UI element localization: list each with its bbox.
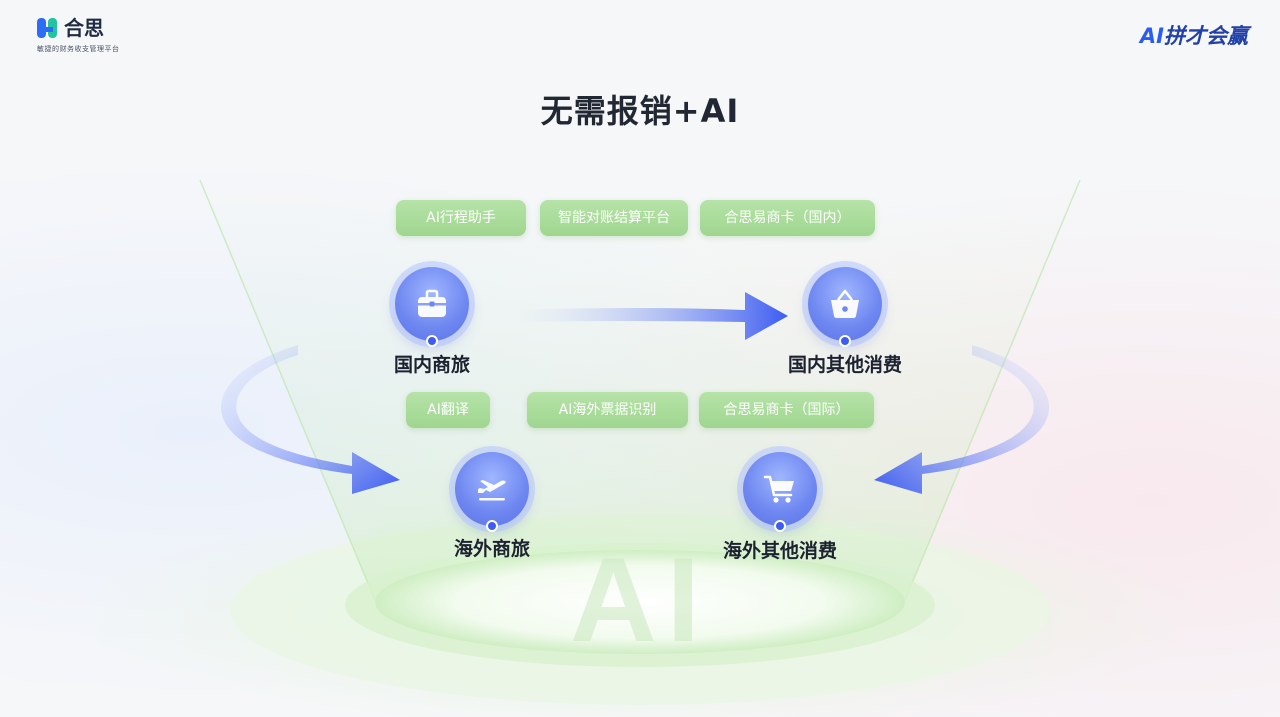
airplane-icon	[478, 480, 506, 501]
tag-smart-reconciliation: 智能对账结算平台	[540, 200, 688, 236]
briefcase-icon	[418, 289, 446, 317]
node-overseas-travel	[455, 452, 529, 532]
slogan-text: 拼才会赢	[1164, 24, 1248, 48]
label-domestic-travel: 国内商旅	[393, 354, 470, 376]
node-domestic-other	[808, 267, 882, 347]
slogan: AI拼才会赢	[1140, 20, 1248, 50]
label-overseas-travel: 海外商旅	[453, 538, 530, 560]
label-overseas-other: 海外其他消费	[722, 540, 837, 562]
slogan-ai: AI	[1139, 24, 1164, 48]
platform-ai-watermark: AI	[570, 533, 710, 667]
node-dot	[426, 335, 438, 347]
tag-ai-itinerary: AI行程助手	[396, 200, 526, 236]
page-title: 无需报销+AI	[540, 92, 740, 130]
node-overseas-other	[743, 452, 817, 532]
tag-ai-receipt-recognition: AI海外票据识别	[527, 392, 688, 428]
tag-ai-translate: AI翻译	[406, 392, 490, 428]
node-domestic-travel	[395, 267, 469, 347]
brand-tagline: 敏捷的财务收支管理平台	[37, 45, 120, 53]
label-domestic-other: 国内其他消费	[787, 354, 902, 376]
node-dot	[839, 335, 851, 347]
node-dot	[486, 520, 498, 532]
brand-logo-icon	[37, 18, 57, 38]
brand-name: 合思	[64, 16, 104, 40]
basket-icon	[831, 289, 859, 318]
cart-icon	[763, 475, 794, 503]
node-dot	[774, 520, 786, 532]
tag-card-international: 合思易商卡（国际）	[699, 392, 874, 428]
tag-card-domestic: 合思易商卡（国内）	[700, 200, 875, 236]
